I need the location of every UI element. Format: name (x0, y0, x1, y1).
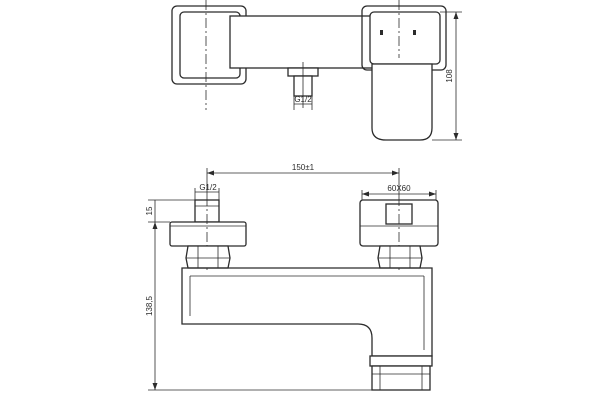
mixer-body-spout (181, 267, 433, 357)
spout-outlet (371, 365, 431, 391)
spout-aerator-ring (369, 355, 433, 367)
center-dist-label: 150±1 (292, 163, 315, 172)
top-thread-label: G1/2 (294, 95, 312, 104)
handle-size-arrow-left (362, 191, 369, 197)
depth-label: 108 (445, 69, 454, 83)
depth-arrow-top (453, 12, 459, 19)
total-height-arrow-top (152, 222, 158, 229)
top-handle-screw-left (380, 30, 383, 35)
handle-size-arrow-right (429, 191, 436, 197)
inlet-height-label: 15 (145, 206, 154, 215)
total-height-arrow-bottom (152, 383, 158, 390)
handle-size-label: 60X60 (387, 184, 411, 193)
top-handle-screw-right (413, 30, 416, 35)
front-view: 150±1 G1/2 60X60 (145, 163, 439, 391)
top-lever-handle (371, 63, 433, 141)
front-thread-label: G1/2 (199, 183, 217, 192)
center-dist-arrow-right (392, 170, 399, 176)
depth-arrow-bottom (453, 133, 459, 140)
total-height-label: 138,5 (145, 295, 154, 316)
left-nut (185, 245, 231, 269)
right-nut (377, 245, 423, 269)
center-dist-arrow-left (207, 170, 214, 176)
top-mixer-body (229, 15, 381, 69)
top-view: G1/2 108 (171, 0, 462, 141)
top-right-housing-inner (369, 11, 441, 65)
